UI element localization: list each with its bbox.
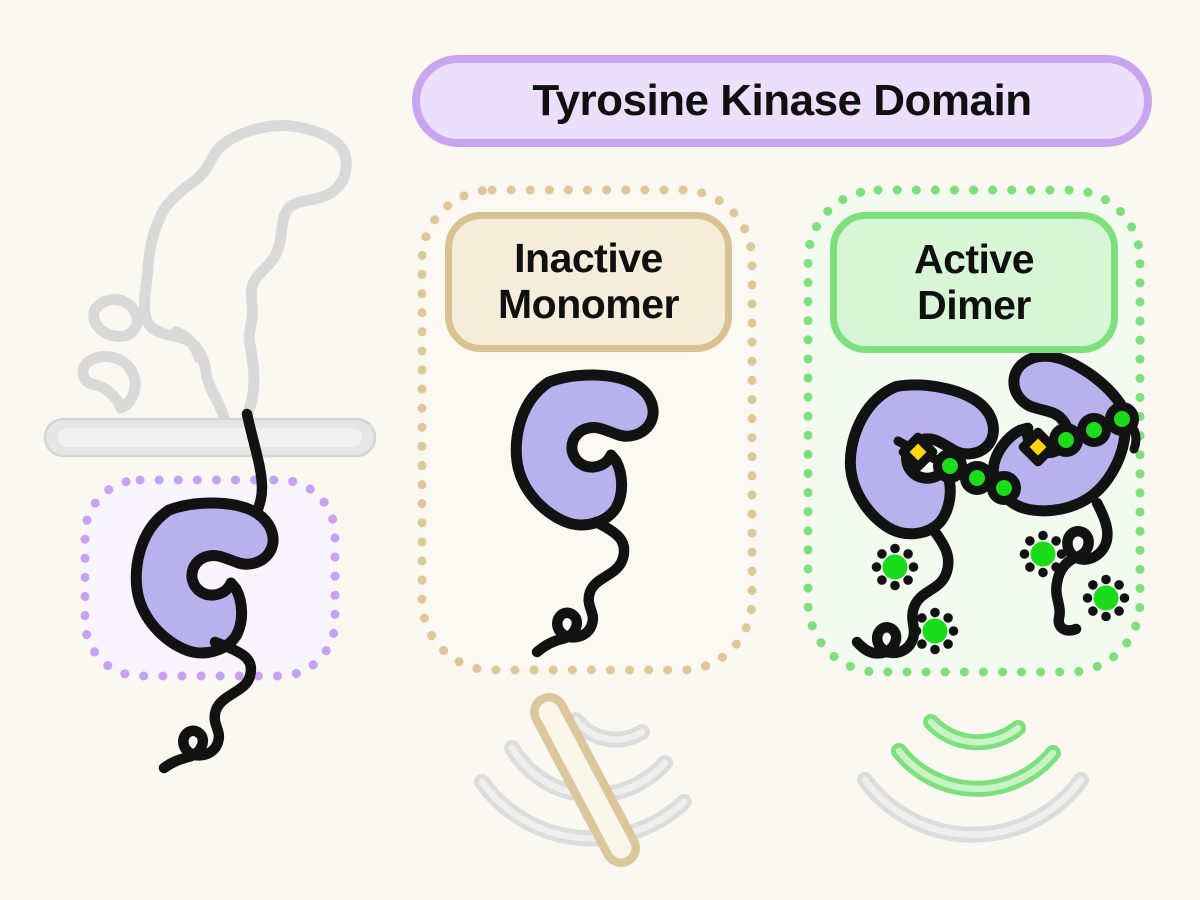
phosphate-bead: [987, 471, 1021, 505]
phosphate-bead: [1049, 423, 1083, 457]
inactive-label-line1: Inactive: [514, 235, 663, 282]
receptor-leaf-bell: [77, 350, 141, 414]
title-banner: Tyrosine Kinase Domain: [412, 55, 1152, 147]
squiggle-tail-icon: [531, 516, 630, 658]
phosphate-burst-icon: [1019, 530, 1067, 578]
cell-membrane-icon: [43, 417, 377, 458]
receptor-crease: [170, 326, 205, 364]
phosphate-bead: [1077, 413, 1111, 447]
phosphate-bead: [933, 449, 967, 483]
phosphate-bead: [960, 461, 994, 495]
inactive-monomer-label: Inactive Monomer: [445, 212, 732, 352]
squiggle-tail-icon: [158, 636, 257, 774]
phosphotyrosine-chain-icon: [893, 432, 1021, 505]
no-signal-slash-fill: [538, 701, 632, 859]
phosphate-burst-icon: [911, 607, 959, 655]
phosphate-burst-icon: [1082, 574, 1130, 622]
active-label-line1: Active: [913, 235, 1035, 282]
phosphate-bead: [1105, 402, 1139, 436]
transmembrane-linker: [241, 408, 268, 515]
phosphotyrosine-chain-icon: [1018, 402, 1141, 467]
receptor-body-outline: [138, 120, 352, 428]
inactive-label-line2: Monomer: [498, 281, 680, 327]
squiggle-tail-icon: [1051, 497, 1113, 636]
phosphate-burst-icon: [871, 543, 919, 591]
active-dimer-label: Active Dimer: [830, 212, 1118, 353]
signal-waves-icon: [857, 714, 1089, 843]
atp-diamond-icon: [1018, 427, 1058, 467]
receptor-leaf-loop: [88, 294, 143, 342]
squiggle-tail-icon: [851, 522, 954, 659]
atp-diamond-icon: [898, 432, 938, 472]
membrane-bar-highlight: [58, 428, 362, 447]
active-label-line2: Dimer: [917, 281, 1031, 328]
blocked-signal-icon: [474, 693, 692, 867]
receptor-protein-outline-icon: [77, 120, 352, 428]
title-text: Tyrosine Kinase Domain: [532, 76, 1032, 125]
